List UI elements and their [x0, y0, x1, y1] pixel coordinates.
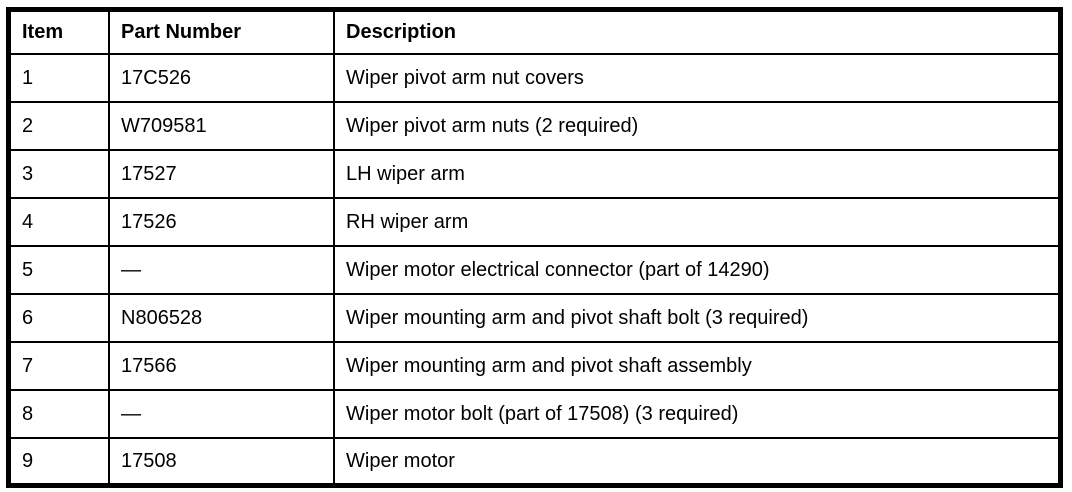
table-row: 8—Wiper motor bolt (part of 17508) (3 re… — [7, 388, 1062, 439]
description-cell: Wiper mounting arm and pivot shaft bolt … — [333, 292, 1062, 343]
item-cell: 2 — [7, 100, 110, 151]
item-cell: 9 — [7, 436, 110, 487]
part-number-cell: — — [108, 388, 335, 439]
header-row: Item Part Number Description — [7, 8, 1062, 55]
description-cell: Wiper motor electrical connector (part o… — [333, 244, 1062, 295]
part-number-cell: 17566 — [108, 340, 335, 391]
description-cell: Wiper motor bolt (part of 17508) (3 requ… — [333, 388, 1062, 439]
item-cell: 6 — [7, 292, 110, 343]
item-cell: 4 — [7, 196, 110, 247]
description-cell: Wiper motor — [333, 436, 1062, 487]
part-number-cell: — — [108, 244, 335, 295]
part-number-cell: 17527 — [108, 148, 335, 199]
part-number-cell: W709581 — [108, 100, 335, 151]
item-cell: 8 — [7, 388, 110, 439]
item-cell: 3 — [7, 148, 110, 199]
part-number-cell: N806528 — [108, 292, 335, 343]
description-cell: Wiper pivot arm nuts (2 required) — [333, 100, 1062, 151]
table-row: 5—Wiper motor electrical connector (part… — [7, 244, 1062, 295]
header-item: Item — [7, 8, 110, 55]
item-cell: 5 — [7, 244, 110, 295]
description-cell: RH wiper arm — [333, 196, 1062, 247]
description-cell: LH wiper arm — [333, 148, 1062, 199]
part-number-cell: 17526 — [108, 196, 335, 247]
item-cell: 1 — [7, 52, 110, 103]
header-part-number: Part Number — [108, 8, 335, 55]
description-cell: Wiper mounting arm and pivot shaft assem… — [333, 340, 1062, 391]
item-cell: 7 — [7, 340, 110, 391]
part-number-cell: 17C526 — [108, 52, 335, 103]
part-number-cell: 17508 — [108, 436, 335, 487]
description-cell: Wiper pivot arm nut covers — [333, 52, 1062, 103]
table-header: Item Part Number Description — [7, 8, 1062, 55]
header-description: Description — [333, 8, 1062, 55]
